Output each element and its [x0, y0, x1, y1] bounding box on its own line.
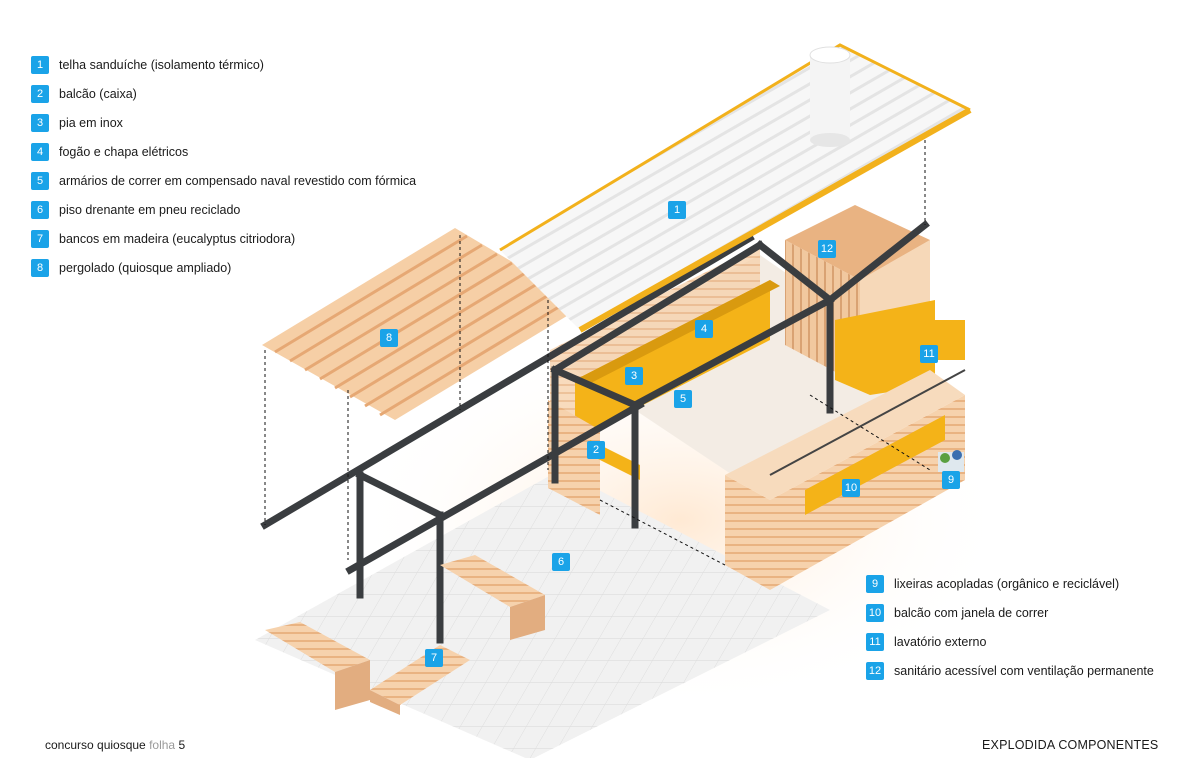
counter-block [548, 400, 600, 515]
legend-label: balcão (caixa) [59, 87, 137, 101]
footer-project: concurso quiosque folha 5 [45, 738, 185, 752]
legend-item: 8 pergolado (quiosque ampliado) [31, 259, 231, 277]
legend-item: 3 pia em inox [31, 114, 123, 132]
sanitary-box-top [785, 205, 930, 280]
front-counter-front [725, 475, 770, 590]
sheet-title: EXPLODIDA COMPONENTES [982, 738, 1159, 752]
legend-badge: 11 [866, 633, 884, 651]
legend-label: telha sanduíche (isolamento térmico) [59, 58, 264, 72]
legend-item: 6 piso drenante em pneu reciclado [31, 201, 240, 219]
tag-bins: 9 [942, 471, 960, 489]
footer-project-name: concurso quiosque [45, 738, 146, 752]
legend-badge: 3 [31, 114, 49, 132]
legend-label: bancos em madeira (eucalyptus citriodora… [59, 232, 296, 246]
legend-item: 4 fogão e chapa elétricos [31, 143, 188, 161]
roof [499, 43, 972, 333]
tag-front-counter: 10 [842, 479, 860, 497]
legend-label: balcão com janela de correr [894, 606, 1049, 620]
legend-item: 5 armários de correr em compensado naval… [31, 172, 416, 190]
tag-counter: 2 [587, 441, 605, 459]
legend-badge: 4 [31, 143, 49, 161]
legend-label: sanitário acessível com ventilação perma… [894, 664, 1154, 678]
legend-badge: 5 [31, 172, 49, 190]
dashed-guides [264, 140, 931, 566]
legend-label: fogão e chapa elétricos [59, 145, 189, 159]
legend-label: pergolado (quiosque ampliado) [59, 261, 232, 275]
legend-item: 12 sanitário acessível com ventilação pe… [866, 662, 1154, 680]
tag-floor: 6 [552, 553, 570, 571]
legend-badge: 9 [866, 575, 884, 593]
front-counter-window [805, 415, 945, 515]
footer-sheet-word: folha [149, 738, 176, 752]
bins [938, 450, 964, 472]
legend-item: 11 lavatório externo [866, 633, 986, 651]
tag-pergola: 8 [380, 329, 398, 347]
legend-badge: 1 [31, 56, 49, 74]
water-tank [809, 46, 851, 147]
legend-badge: 10 [866, 604, 884, 622]
tag-sink: 3 [625, 367, 643, 385]
pergola [262, 228, 585, 420]
legend-badge: 8 [31, 259, 49, 277]
legend-item: 2 balcão (caixa) [31, 85, 137, 103]
legend-badge: 6 [31, 201, 49, 219]
legend-badge: 7 [31, 230, 49, 248]
footer-sheet-number: 5 [178, 738, 186, 752]
legend-label: lavatório externo [894, 635, 987, 649]
legend-item: 1 telha sanduíche (isolamento térmico) [31, 56, 264, 74]
cabinet-top [575, 280, 780, 386]
legend-item: 7 bancos em madeira (eucalyptus citriodo… [31, 230, 295, 248]
legend-label: lixeiras acopladas (orgânico e recicláve… [894, 577, 1120, 591]
legend-item: 10 balcão com janela de correr [866, 604, 1048, 622]
tag-sanitary: 12 [818, 240, 836, 258]
steel-frame [260, 220, 930, 644]
counter-rail [769, 369, 966, 476]
legend-badge: 12 [866, 662, 884, 680]
legend-label: piso drenante em pneu reciclado [59, 203, 241, 217]
legend-label: armários de correr em compensado naval r… [59, 174, 417, 188]
benches [265, 555, 545, 715]
tag-wash-basin: 11 [920, 345, 938, 363]
tag-stove: 4 [695, 320, 713, 338]
tag-benches: 7 [425, 649, 443, 667]
legend-badge: 2 [31, 85, 49, 103]
tag-roof: 1 [668, 201, 686, 219]
tag-cabinets: 5 [674, 390, 692, 408]
legend-label: pia em inox [59, 116, 123, 130]
legend-item: 9 lixeiras acopladas (orgânico e reciclá… [866, 575, 1119, 593]
